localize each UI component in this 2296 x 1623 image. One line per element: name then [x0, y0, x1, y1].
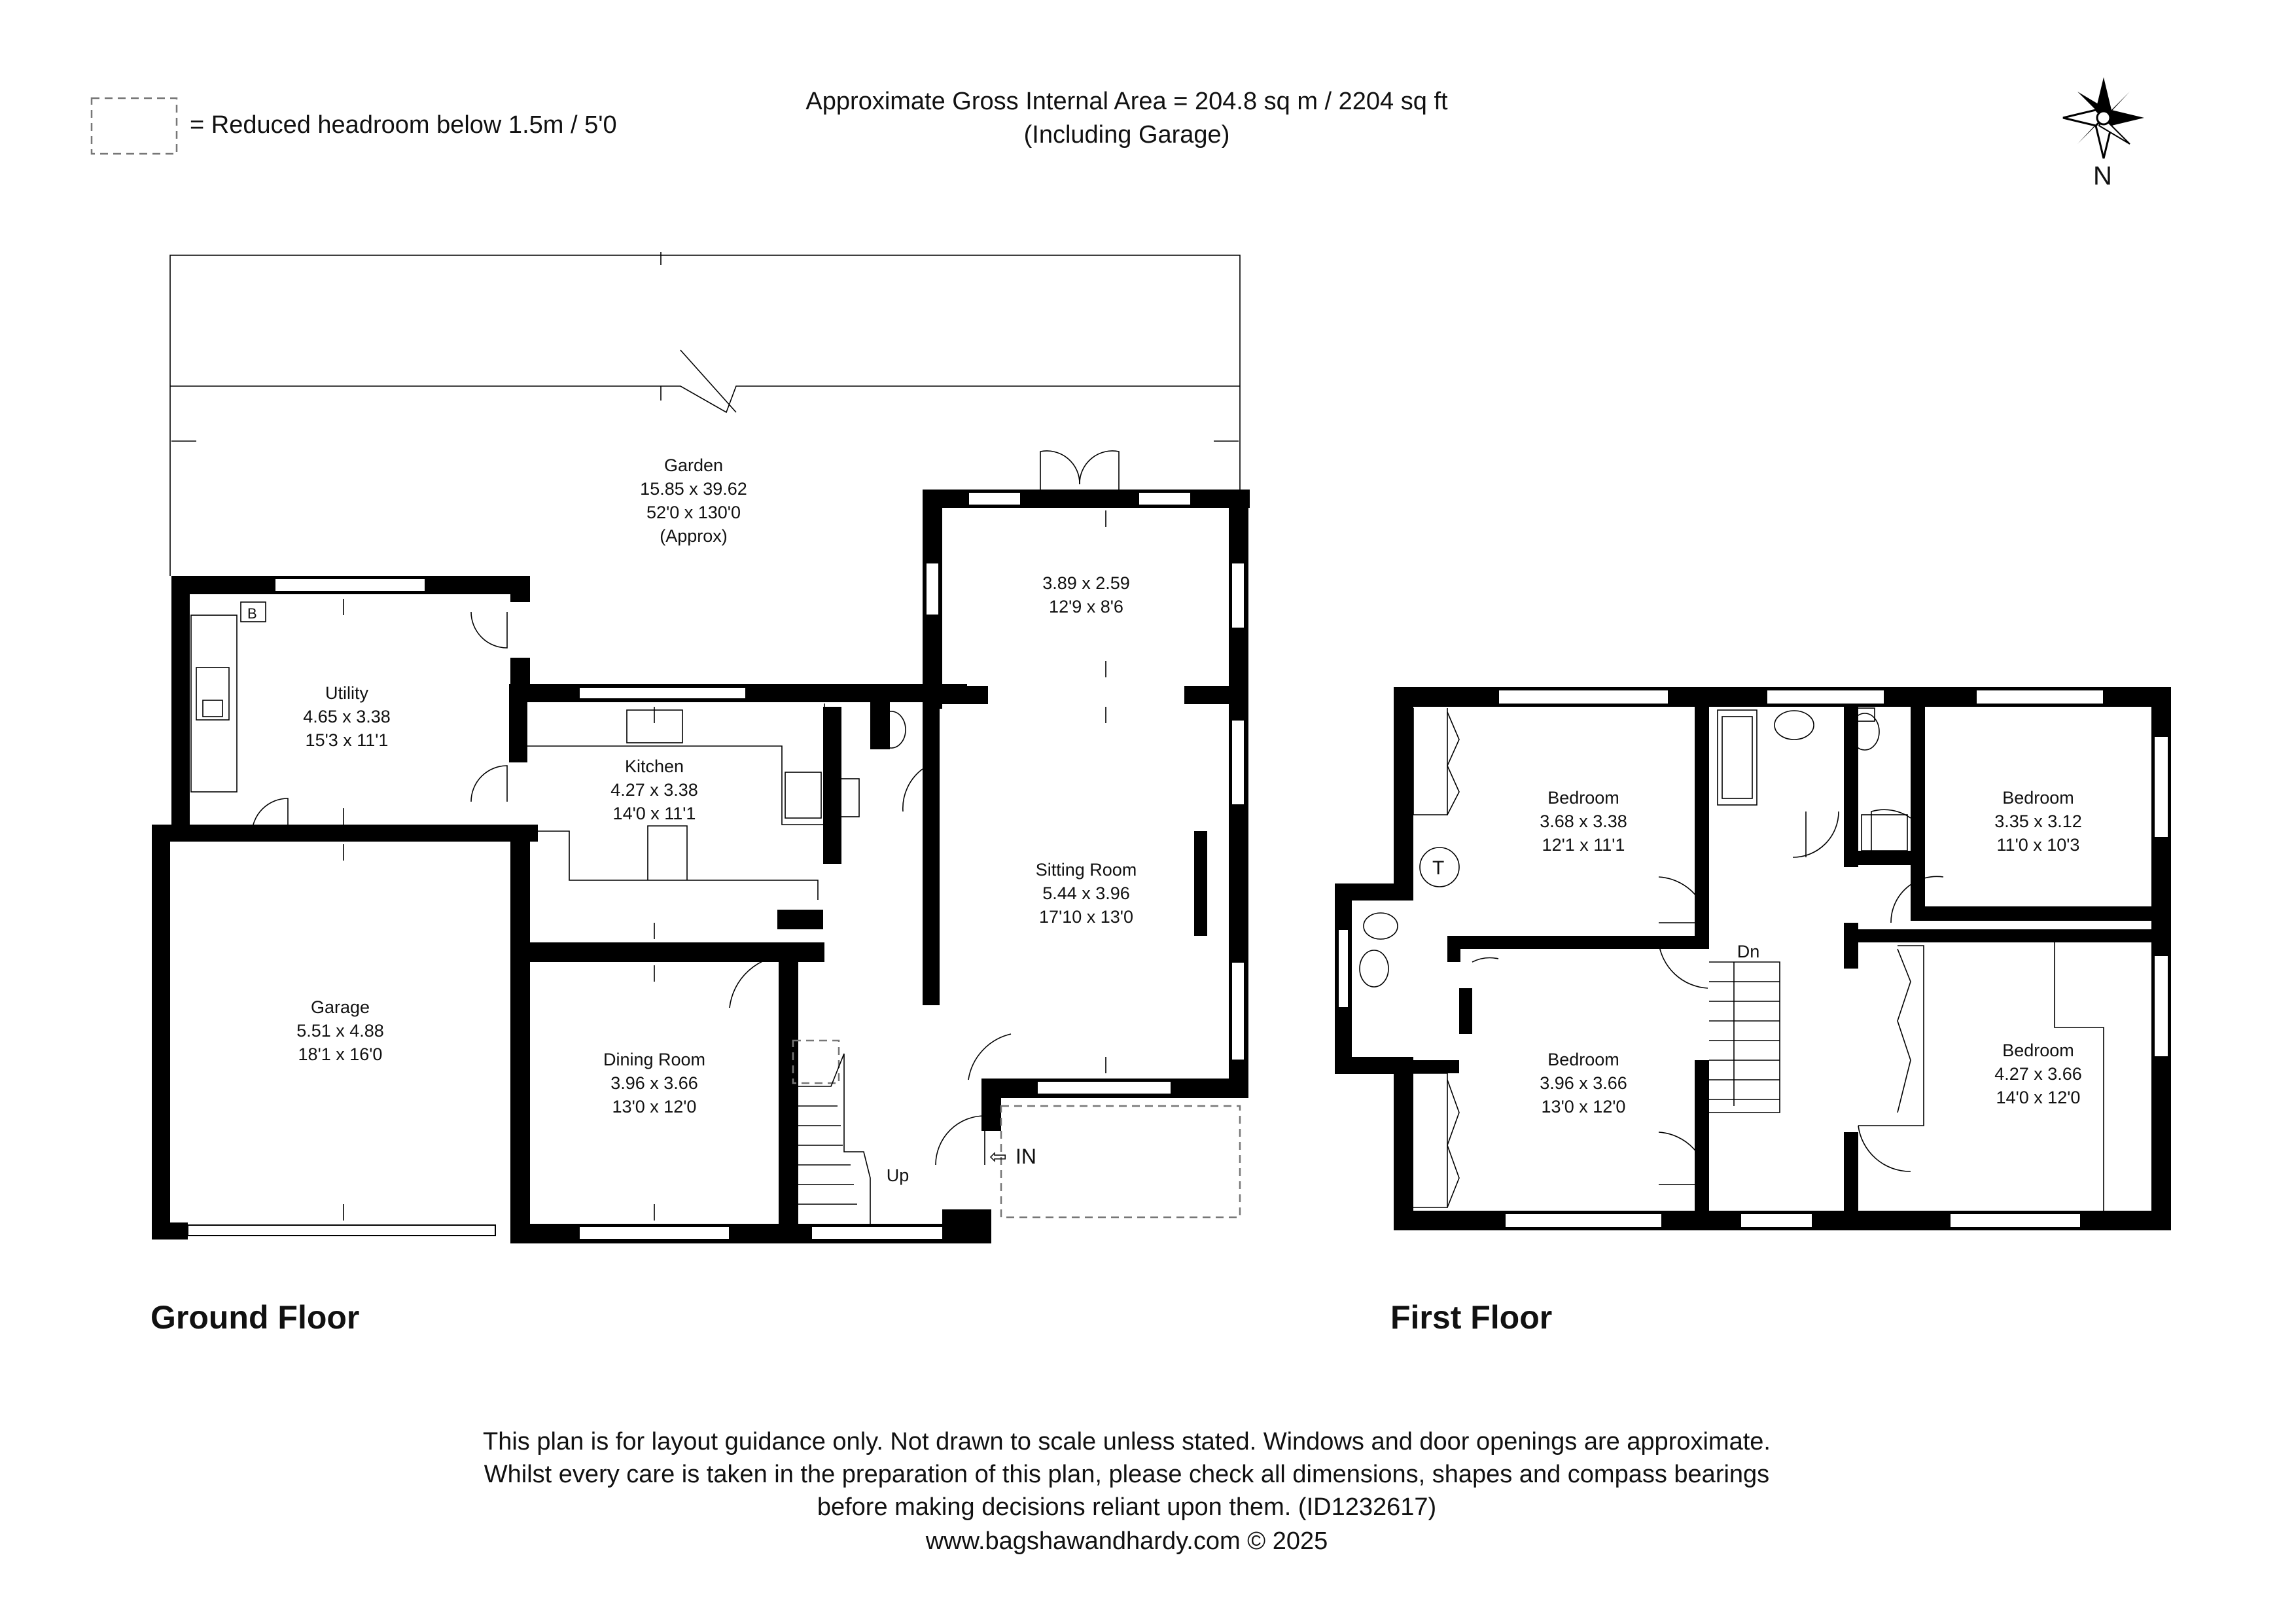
garden-name: Garden [664, 455, 723, 475]
utility-imperial: 15'3 x 11'1 [306, 730, 389, 750]
kitchen-metric: 4.27 x 3.38 [610, 780, 698, 800]
entrance-arrow-icon: ⇦ [989, 1145, 1007, 1168]
garden-metric: 15.85 x 39.62 [640, 479, 747, 499]
disclaimer-line1: This plan is for layout guidance only. N… [483, 1428, 1771, 1455]
utility-metric: 4.65 x 3.38 [303, 707, 391, 726]
bedroom-sw-name: Bedroom [1547, 1050, 1619, 1069]
utility-name: Utility [325, 683, 368, 703]
reduced-headroom-legend-text: = Reduced headroom below 1.5m / 5'0 [190, 111, 617, 139]
entrance-label: IN [1016, 1145, 1036, 1168]
first-floor-plan: T Dn Bedroom 3.68 x 3.38 12'1 x 11'1 Bed… [1335, 687, 2171, 1336]
dining-metric: 3.96 x 3.66 [610, 1073, 698, 1093]
dining-name: Dining Room [603, 1050, 705, 1069]
garage-imperial: 18'1 x 16'0 [298, 1044, 383, 1064]
bedroom-nw-name: Bedroom [1547, 788, 1619, 808]
garage-name: Garage [311, 997, 370, 1017]
bedroom-se-metric: 4.27 x 3.66 [1994, 1064, 2082, 1084]
stairs-down-label: Dn [1737, 942, 1760, 961]
sitting-metric: 5.44 x 3.96 [1042, 883, 1130, 903]
bedroom-nw-metric: 3.68 x 3.38 [1540, 812, 1627, 831]
utility-boiler-label: B [247, 605, 257, 622]
bedroom-ne-metric: 3.35 x 3.12 [1994, 812, 2082, 831]
website-copyright[interactable]: www.bagshawandhardy.com © 2025 [925, 1527, 1328, 1555]
conservatory-metric: 3.89 x 2.59 [1042, 573, 1130, 593]
first-floor-title: First Floor [1390, 1299, 1552, 1336]
conservatory-imperial: 12'9 x 8'6 [1049, 597, 1123, 616]
bedroom-se-name: Bedroom [2002, 1041, 2074, 1060]
garage-metric: 5.51 x 4.88 [296, 1021, 384, 1041]
bedroom-ne-name: Bedroom [2002, 788, 2074, 808]
stairs-up-label: Up [887, 1166, 910, 1185]
ground-floor-title: Ground Floor [150, 1299, 359, 1336]
compass-rose-icon [2062, 77, 2144, 159]
gross-area-line1: Approximate Gross Internal Area = 204.8 … [805, 88, 1448, 115]
kitchen-name: Kitchen [625, 757, 684, 776]
compass-north-label: N [2093, 162, 2112, 190]
bedroom-se-imperial: 14'0 x 12'0 [1996, 1088, 2081, 1107]
bedroom-sw-metric: 3.96 x 3.66 [1540, 1073, 1627, 1093]
bedroom-ne-imperial: 11'0 x 10'3 [1997, 835, 2080, 855]
bedroom-sw-imperial: 13'0 x 12'0 [1542, 1097, 1626, 1116]
kitchen-imperial: 14'0 x 11'1 [613, 804, 696, 823]
disclaimer-line2: Whilst every care is taken in the prepar… [484, 1461, 1769, 1488]
dining-imperial: 13'0 x 12'0 [612, 1097, 697, 1116]
garden-note: (Approx) [660, 526, 728, 546]
garden-imperial: 52'0 x 130'0 [646, 503, 741, 522]
bedroom-nw-imperial: 12'1 x 11'1 [1542, 835, 1625, 855]
sitting-imperial: 17'10 x 13'0 [1039, 907, 1133, 927]
reduced-headroom-legend-box [90, 97, 178, 155]
sitting-name: Sitting Room [1036, 860, 1137, 880]
disclaimer-line3: before making decisions reliant upon the… [817, 1493, 1436, 1521]
ground-floor-plan: Garden 15.85 x 39.62 52'0 x 130'0 (Appro… [150, 252, 1250, 1336]
gross-area-line2: (Including Garage) [1024, 121, 1230, 149]
tank-label: T [1432, 857, 1444, 879]
